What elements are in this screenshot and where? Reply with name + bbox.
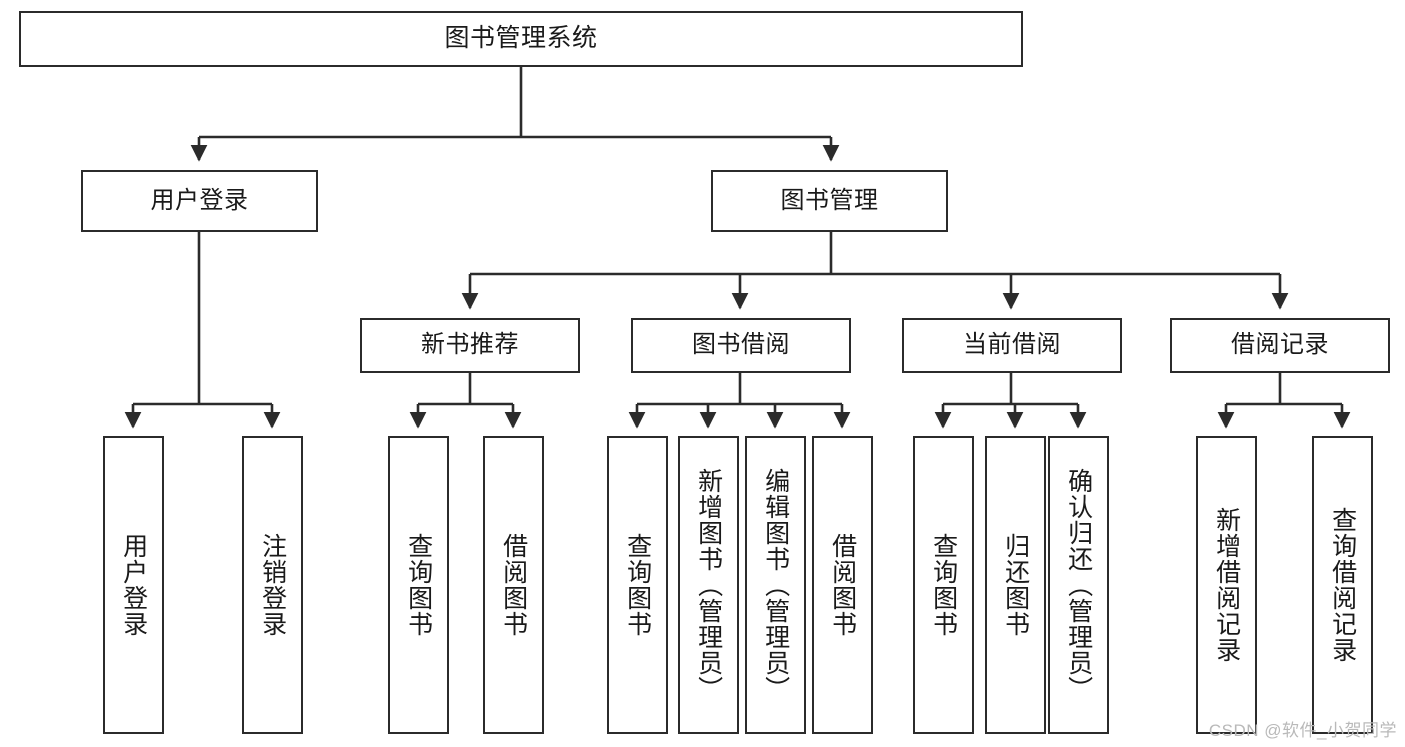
node-label: 当前借阅 (963, 331, 1061, 359)
leaf-recommend-borrow-books[interactable]: 借阅图书 (483, 436, 544, 734)
leaf-borrow-edit-book-admin[interactable]: 编辑图书（管理员） (745, 436, 806, 734)
leaf-current-confirm-return-admin[interactable]: 确认归还（管理员） (1048, 436, 1109, 734)
node-current-borrowing[interactable]: 当前借阅 (902, 318, 1122, 373)
node-root-book-management-system[interactable]: 图书管理系统 (19, 11, 1023, 67)
leaf-current-query-books[interactable]: 查询图书 (913, 436, 974, 734)
node-label: 图书借阅 (692, 331, 790, 359)
leaf-user-login-signin[interactable]: 用户登录 (103, 436, 164, 734)
node-label: 新增图书（管理员） (694, 468, 723, 702)
leaf-borrow-query-books[interactable]: 查询图书 (607, 436, 668, 734)
node-new-book-recommendation[interactable]: 新书推荐 (360, 318, 580, 373)
node-label: 新增借阅记录 (1212, 507, 1241, 663)
node-label: 图书管理系统 (444, 24, 598, 53)
node-label: 归还图书 (1001, 533, 1030, 637)
leaf-record-query-borrow-record[interactable]: 查询借阅记录 (1312, 436, 1373, 734)
node-label: 新书推荐 (421, 331, 519, 359)
leaf-user-login-signout[interactable]: 注销登录 (242, 436, 303, 734)
node-label: 编辑图书（管理员） (761, 468, 790, 702)
node-label: 查询图书 (623, 533, 652, 637)
node-label: 查询图书 (929, 533, 958, 637)
node-book-borrowing[interactable]: 图书借阅 (631, 318, 851, 373)
node-label: 借阅图书 (828, 533, 857, 637)
node-borrowing-records[interactable]: 借阅记录 (1170, 318, 1390, 373)
node-user-login[interactable]: 用户登录 (81, 170, 318, 232)
node-book-management[interactable]: 图书管理 (711, 170, 948, 232)
leaf-record-add-borrow-record[interactable]: 新增借阅记录 (1196, 436, 1257, 734)
leaf-recommend-query-books[interactable]: 查询图书 (388, 436, 449, 734)
node-label: 确认归还（管理员） (1064, 468, 1093, 702)
csdn-watermark: CSDN @软件_小贺同学 (1208, 721, 1397, 740)
node-label: 注销登录 (258, 533, 287, 637)
node-label: 查询借阅记录 (1328, 507, 1357, 663)
leaf-current-return-books[interactable]: 归还图书 (985, 436, 1046, 734)
node-label: 用户登录 (119, 533, 148, 637)
node-label: 用户登录 (150, 186, 249, 214)
node-label: 借阅图书 (499, 533, 528, 637)
node-label: 查询图书 (404, 533, 433, 637)
node-label: 图书管理 (780, 186, 879, 214)
leaf-borrow-borrow-books[interactable]: 借阅图书 (812, 436, 873, 734)
node-label: 借阅记录 (1231, 331, 1329, 359)
leaf-borrow-add-book-admin[interactable]: 新增图书（管理员） (678, 436, 739, 734)
